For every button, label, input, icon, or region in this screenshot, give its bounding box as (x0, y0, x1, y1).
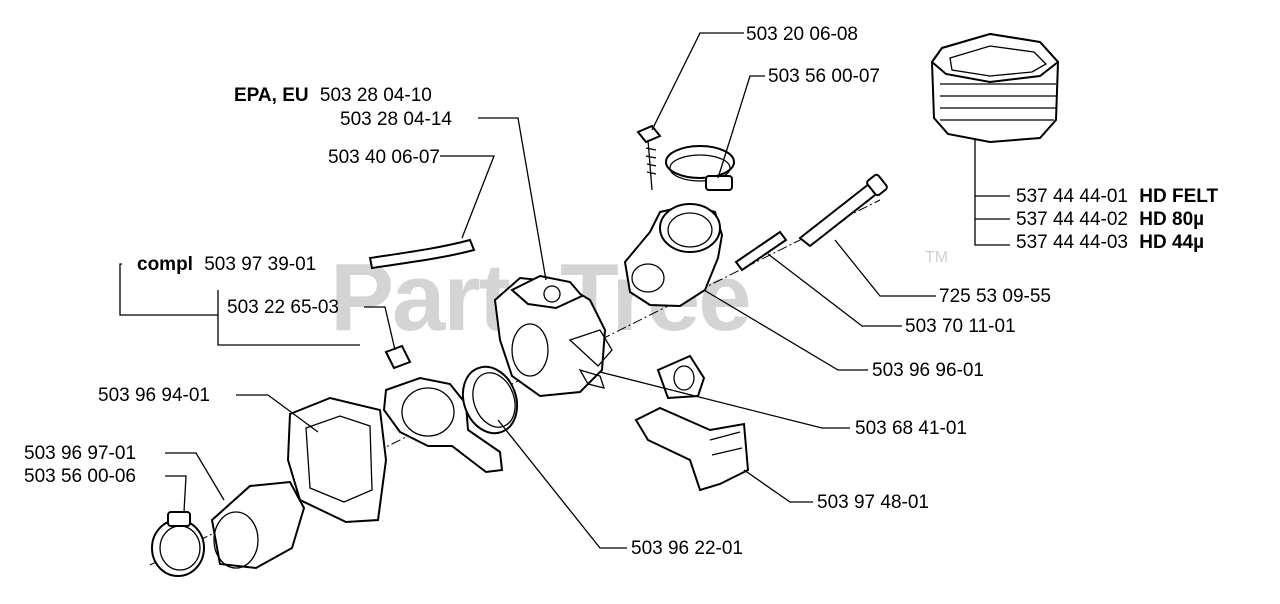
fuel-hose-part (368, 238, 476, 270)
label-537-44-44-03-hd-44: 537 44 44-03 HD 44µ (1016, 232, 1204, 253)
label-epa-eu-503-28-04-10: EPA, EU 503 28 04-10 (234, 85, 432, 106)
label-503-97-39-01: 503 97 39-01 (204, 254, 316, 275)
label-503-96-94-01: 503 96 94-01 (98, 385, 210, 406)
assembly-axis (149, 199, 881, 566)
air-box-part (286, 396, 388, 524)
label-compl-prefix: compl (137, 254, 193, 275)
intake-boot-part (210, 480, 306, 570)
label-503-28-04-14: 503 28 04-14 (340, 109, 452, 130)
label-537-44-44-02-hd-80: 537 44 44-02 HD 80µ (1016, 209, 1204, 230)
intake-adapter-part (623, 203, 724, 308)
label-537-44-44-03: 537 44 44-03 (1016, 232, 1128, 253)
label-537-44-44-01: 537 44 44-01 (1016, 186, 1128, 207)
label-hd-felt: HD FELT (1139, 186, 1218, 207)
stud-part (734, 230, 788, 272)
label-epa-eu-prefix: EPA, EU (234, 85, 309, 106)
label-503-96-96-01: 503 96 96-01 (872, 360, 984, 381)
hose-clamp-bottom-part (151, 511, 205, 577)
screw-part (636, 124, 662, 191)
carb-flange-part (382, 376, 504, 474)
label-537-44-44-02: 537 44 44-02 (1016, 209, 1128, 230)
impulse-gasket-part (656, 354, 706, 400)
carburetor-part (493, 274, 613, 398)
label-503-96-97-01: 503 96 97-01 (24, 443, 136, 464)
label-hd-80: HD 80µ (1139, 209, 1204, 230)
label-503-56-00-06: 503 56 00-06 (24, 466, 136, 487)
small-gasket-part (384, 344, 412, 370)
hose-clamp-top-part (665, 145, 735, 191)
label-503-97-48-01: 503 97 48-01 (817, 492, 929, 513)
choke-holder-part (634, 406, 750, 492)
label-503-28-04-10: 503 28 04-10 (320, 85, 432, 106)
watermark-trademark: TM (925, 249, 948, 266)
rubber-ring-part (461, 365, 519, 435)
label-503-22-65-03: 503 22 65-03 (227, 297, 339, 318)
label-503-68-41-01: 503 68 41-01 (855, 418, 967, 439)
label-503-40-06-07: 503 40 06-07 (328, 147, 440, 168)
label-compl-503-97-39-01: compl 503 97 39-01 (137, 254, 316, 275)
label-503-96-22-01: 503 96 22-01 (631, 538, 743, 559)
label-503-56-00-07: 503 56 00-07 (768, 66, 880, 87)
label-503-70-11-01: 503 70 11-01 (905, 316, 1016, 337)
leader-lines (119, 32, 1010, 549)
label-725-53-09-55: 725 53 09-55 (939, 286, 1051, 307)
label-537-44-44-01-hd-felt: 537 44 44-01 HD FELT (1016, 186, 1218, 207)
long-bolt-part (798, 173, 888, 248)
label-hd-44: HD 44µ (1139, 232, 1204, 253)
air-filter-part (930, 32, 1060, 144)
label-503-20-06-08: 503 20 06-08 (746, 24, 858, 45)
